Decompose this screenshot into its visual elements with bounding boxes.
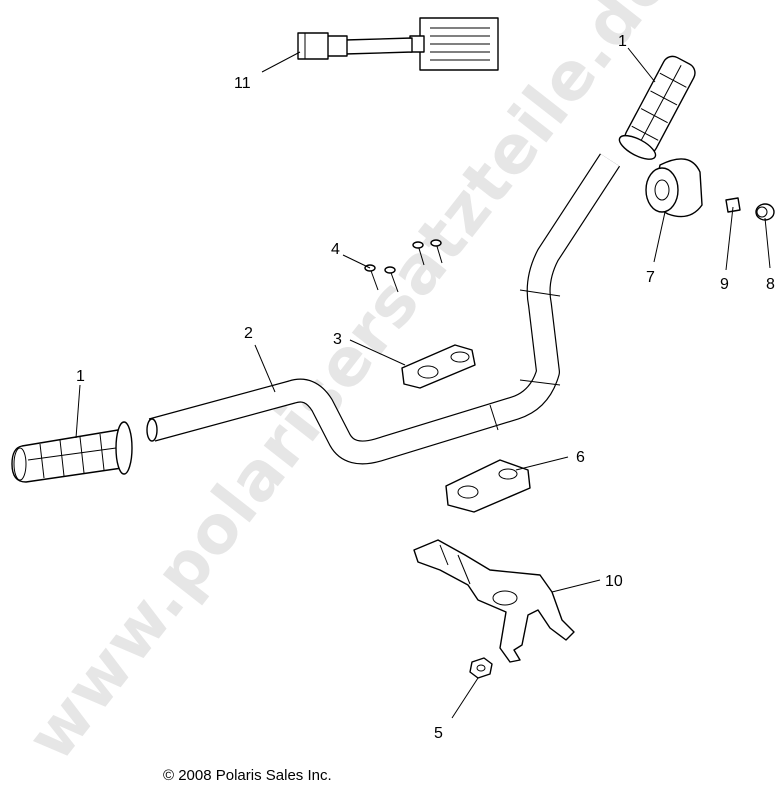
- callout-7: 7: [646, 269, 655, 286]
- callout-6: 6: [576, 449, 585, 466]
- callout-10: 10: [605, 573, 623, 590]
- nut-part[interactable]: [469, 657, 493, 679]
- leader-line-11: [261, 51, 301, 73]
- watermark-text: www.polarisersatzteile.de: [12, 0, 687, 775]
- callout-11: 11: [234, 75, 251, 92]
- copyright-notice: © 2008 Polaris Sales Inc.: [163, 767, 332, 784]
- leader-line-8: [764, 217, 771, 269]
- handlebar-part[interactable]: [146, 153, 621, 465]
- leader-line-1-left: [75, 384, 81, 439]
- bolts-part[interactable]: [364, 239, 443, 293]
- leader-line-6: [515, 456, 569, 471]
- right-grip-part[interactable]: [616, 51, 701, 163]
- callout-5: 5: [434, 725, 443, 742]
- callout-9: 9: [720, 276, 729, 293]
- callout-1-left: 1: [76, 368, 85, 385]
- heater-harness-part[interactable]: [297, 17, 499, 71]
- callout-3: 3: [333, 331, 342, 348]
- leader-line-4: [342, 254, 371, 269]
- mounting-bracket-part[interactable]: [413, 539, 575, 663]
- lower-clamp-part[interactable]: [445, 459, 531, 513]
- left-grip-part[interactable]: [11, 421, 133, 483]
- leader-line-1-right: [627, 47, 656, 83]
- plug-part[interactable]: [725, 197, 741, 213]
- callout-4: 4: [331, 241, 340, 258]
- leader-line-5: [451, 677, 479, 719]
- leader-line-9: [725, 206, 734, 271]
- callout-8: 8: [766, 276, 775, 293]
- leader-line-10: [551, 579, 601, 593]
- end-cap-part[interactable]: [755, 203, 775, 221]
- leader-line-7: [653, 211, 666, 263]
- upper-clamp-part[interactable]: [401, 344, 476, 389]
- callout-2: 2: [244, 325, 253, 342]
- leader-line-3: [349, 339, 406, 366]
- throttle-part[interactable]: [645, 158, 703, 218]
- callout-1-right: 1: [618, 33, 627, 50]
- leader-line-2: [254, 344, 276, 393]
